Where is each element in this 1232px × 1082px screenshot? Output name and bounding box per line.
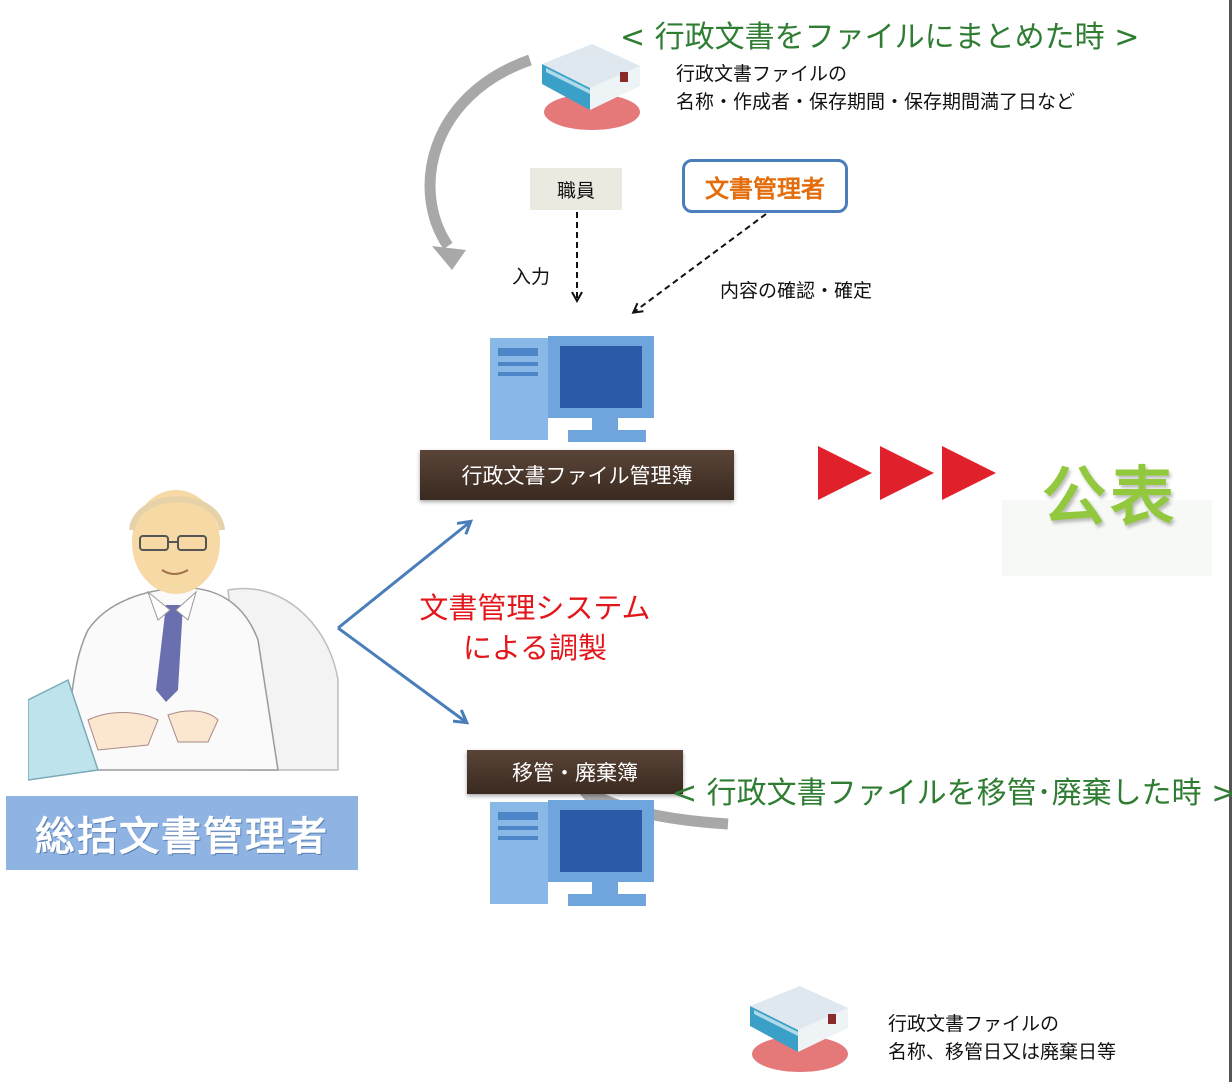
file-register-label: 行政文書ファイル管理簿 xyxy=(420,450,734,500)
red-triangle-2 xyxy=(880,446,934,500)
description-line: 行政文書ファイルの xyxy=(676,63,848,85)
description-line: 行政文書ファイルの xyxy=(888,1013,1060,1035)
computer-icon xyxy=(490,336,654,442)
system-text-line: による調製 xyxy=(462,631,608,665)
transfer-register-label: 移管・廃棄簿 xyxy=(467,750,683,794)
bottom-section-description: 行政文書ファイルの 名称、移管日又は廃棄日等 xyxy=(888,1010,1116,1066)
description-line: 名称、移管日又は廃棄日等 xyxy=(888,1041,1117,1063)
manager-confirm-arrow xyxy=(634,213,767,312)
publish-backdrop xyxy=(1002,500,1212,576)
input-label: 入力 xyxy=(512,266,551,288)
system-text-line: 文書管理システム xyxy=(419,591,651,625)
general-document-officer-banner: 総括文書管理者 xyxy=(6,796,358,870)
confirm-label: 内容の確認・確定 xyxy=(720,280,873,302)
book-icon xyxy=(750,986,848,1072)
page-right-border xyxy=(1229,0,1232,1082)
top-section-heading: < 行政文書をファイルにまとめた時 > xyxy=(620,20,1140,55)
system-text: 文書管理システム による調製 xyxy=(400,588,670,668)
red-triangle-1 xyxy=(818,446,872,500)
blue-arrow-down xyxy=(337,626,466,722)
publish-label: 公表 xyxy=(1042,461,1178,535)
bottom-section-heading: < 行政文書ファイルを移管･廃棄した時 > xyxy=(672,776,1232,811)
staff-box: 職員 xyxy=(530,168,622,210)
blue-arrow-up xyxy=(337,522,470,630)
red-triangle-3 xyxy=(942,446,996,500)
top-section-description: 行政文書ファイルの 名称・作成者・保存期間・保存期間満了日など xyxy=(676,60,1075,116)
document-manager-box: 文書管理者 xyxy=(682,159,848,213)
book-icon xyxy=(542,44,640,130)
gray-curved-arrow-top xyxy=(424,54,532,270)
officer-illustration xyxy=(28,490,339,781)
computer-icon xyxy=(490,800,654,906)
description-line: 名称・作成者・保存期間・保存期間満了日など xyxy=(676,91,1076,113)
